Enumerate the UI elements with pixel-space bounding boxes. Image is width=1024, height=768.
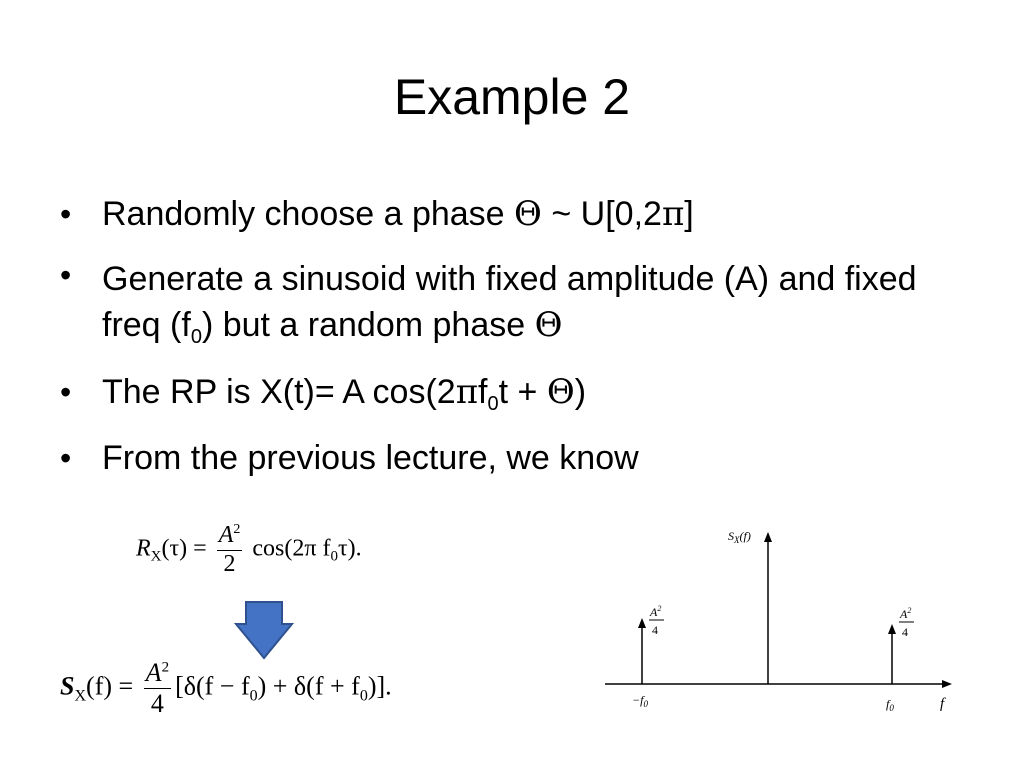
frequency-axis-arrowhead <box>942 680 952 688</box>
bullet-random-phase: Randomly choose a phase Θ ~ U[0,2π] <box>60 186 960 242</box>
pi-symbol: π <box>455 372 479 412</box>
theta-symbol: Θ <box>514 194 542 234</box>
impulse-right-height-den: 4 <box>902 625 908 639</box>
impulse-left-label: −f0 <box>632 693 648 709</box>
theta-symbol: Θ <box>546 372 575 412</box>
bullet-list: Randomly choose a phase Θ ~ U[0,2π] Gene… <box>60 186 960 496</box>
impulse-right-arrowhead <box>888 624 896 634</box>
slide-title: Example 2 <box>393 69 631 125</box>
pi-symbol: π <box>661 194 685 234</box>
psd-axis-label: SX(f) <box>728 529 751 545</box>
psd-axis-arrowhead <box>764 532 772 542</box>
bullet-rp-definition: The RP is X(t)= A cos(2πf0t + Θ) <box>60 364 960 420</box>
impulse-left-arrowhead <box>638 618 646 628</box>
impulse-right-label: f0 <box>886 697 894 713</box>
impulse-left-height-num: A2 <box>649 604 661 619</box>
impulse-left-height-den: 4 <box>652 623 658 637</box>
spectrum-plot: f SX(f) A2 4 −f0 A2 4 f0 <box>605 529 952 713</box>
down-arrow-icon <box>233 601 295 660</box>
bullet-previous-lecture: From the previous lecture, we know <box>60 430 960 486</box>
theta-symbol: Θ <box>534 305 563 345</box>
frequency-axis-label: f <box>940 696 946 712</box>
bullet-generate-sinusoid: Generate a sinusoid with fixed amplitude… <box>60 252 960 354</box>
impulse-right-height-num: A2 <box>899 606 911 621</box>
